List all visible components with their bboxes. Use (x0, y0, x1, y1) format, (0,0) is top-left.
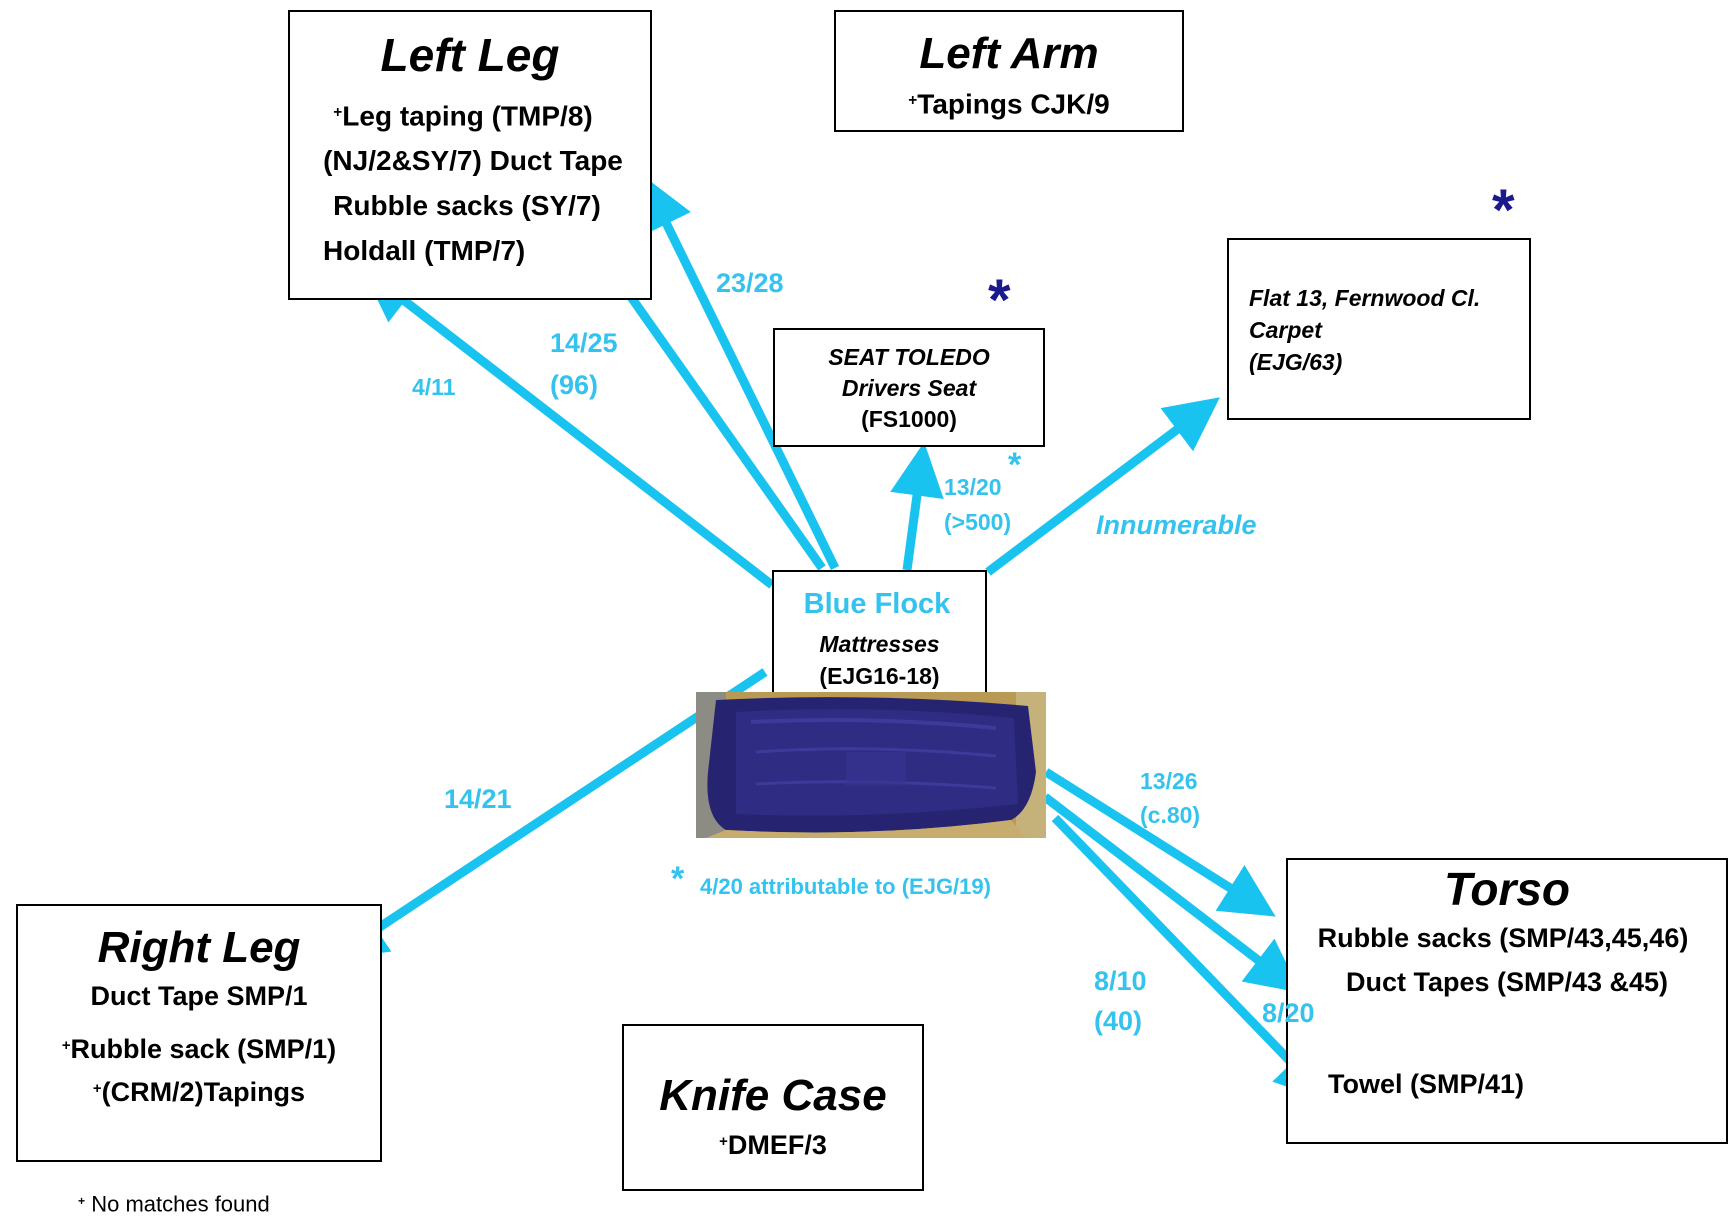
torso-item: Rubble sacks (SMP/43,45,46) (1317, 923, 1689, 953)
torso-box: Torso Rubble sacks (SMP/43,45,46) Duct T… (1286, 858, 1728, 1144)
leg-taping-text: Leg taping (TMP/8) (342, 100, 593, 132)
arrow-to-holdall (362, 268, 775, 589)
torso-title: Torso (1443, 863, 1571, 915)
footnote-star: * (671, 860, 685, 898)
flat-address: Flat 13, Fernwood Cl. (1249, 285, 1481, 311)
label-4-11: 4/11 (412, 374, 456, 400)
mattresses-label: Mattresses (819, 631, 940, 657)
no-match-mark: + (719, 1134, 728, 1150)
no-match-mark: + (92, 1081, 102, 1098)
seat-star: * (988, 268, 1011, 333)
mattresses-code: (EJG16-18) (819, 663, 940, 689)
rubble-sack-text: Rubble sack (SMP/1) (70, 1034, 337, 1065)
label-14-21: 14/21 (444, 784, 512, 814)
left-leg-item: Rubble sacks (SY/7) (333, 190, 601, 222)
label-gt-500: (>500) (944, 509, 1012, 535)
no-match-mark: + (908, 92, 918, 109)
arrow-to-seat (890, 441, 944, 571)
dmef-text: DMEF/3 (727, 1130, 827, 1161)
flat-box: Flat 13, Fernwood Cl. Carpet (EJG/63) (1227, 238, 1531, 420)
label-8-10: 8/10 (1094, 966, 1147, 996)
label-13-26: 13/26 (1140, 768, 1198, 794)
flat-star: * (1492, 178, 1515, 243)
right-leg-item: +Rubble sack (SMP/1) (18, 1026, 380, 1069)
knife-case-item: +DMEF/3 (624, 1124, 922, 1163)
label-8-20: 8/20 (1262, 998, 1315, 1028)
arrow-to-flat (985, 397, 1220, 576)
left-leg-item: +Leg taping (TMP/8) (276, 90, 650, 138)
arrow-to-duct-tape-leg (642, 175, 840, 570)
right-leg-box: Right Leg Duct Tape SMP/1 +Rubble sack (… (16, 904, 382, 1162)
knife-case-title: Knife Case (659, 1071, 887, 1120)
left-arm-box: Left Arm +Tapings CJK/9 (834, 10, 1184, 132)
torso-item: Towel (SMP/41) (1328, 1069, 1525, 1099)
tapings-text: Tapings CJK/9 (917, 88, 1110, 120)
blue-flock-box: Blue Flock Mattresses (EJG16-18) (772, 570, 987, 696)
legend: + No matches found (78, 1188, 270, 1218)
arrow-to-torso-rubble (1043, 768, 1276, 917)
seat-box: SEAT TOLEDO Drivers Seat (FS1000) (773, 328, 1045, 447)
knife-case-box: Knife Case +DMEF/3 (622, 1024, 924, 1191)
left-arm-title: Left Arm (919, 29, 1099, 78)
footnote-text: 4/20 attributable to (EJG/19) (700, 874, 991, 899)
seat-part: Drivers Seat (841, 375, 977, 401)
label-40: (40) (1094, 1006, 1143, 1036)
left-leg-item: Holdall (TMP/7) (323, 235, 526, 267)
label-13-20-star: * (1008, 446, 1022, 484)
torso-item: Duct Tapes (SMP/43 &45) (1345, 967, 1669, 997)
blue-flock-title: Blue Flock (803, 588, 951, 620)
arrow-to-torso-duct (1042, 793, 1301, 993)
left-arm-item: +Tapings CJK/9 (836, 82, 1182, 123)
label-14-25: 14/25 (550, 328, 618, 358)
label-innumerable: Innumerable (1096, 510, 1257, 540)
right-leg-item: Duct Tape SMP/1 (90, 981, 308, 1011)
left-leg-title: Left Leg (380, 29, 560, 81)
tapings-text: (CRM/2)Tapings (101, 1077, 306, 1108)
no-match-mark: + (61, 1038, 71, 1054)
legend-plus-mark: + (78, 1194, 86, 1208)
arrow-to-towel (1051, 814, 1330, 1102)
label-c80: (c.80) (1140, 802, 1201, 828)
right-leg-title: Right Leg (97, 923, 301, 972)
flat-item: Carpet (1249, 317, 1322, 343)
label-13-20: 13/20 (944, 474, 1002, 500)
label-96: (96) (550, 370, 599, 400)
no-match-mark: + (333, 104, 343, 121)
right-leg-item: +(CRM/2)Tapings (18, 1069, 380, 1112)
seat-name: SEAT TOLEDO (828, 344, 990, 370)
seat-code: (FS1000) (861, 406, 957, 432)
left-leg-item: (NJ/2&SY/7) Duct Tape (323, 145, 623, 177)
label-23-28: 23/28 (716, 268, 784, 298)
left-leg-box: Left Leg +Leg taping (TMP/8) (NJ/2&SY/7)… (288, 10, 652, 300)
blue-mattress-photo (696, 692, 1046, 838)
legend-text: No matches found (91, 1191, 270, 1217)
flat-code: (EJG/63) (1249, 349, 1343, 375)
arrow-to-right-leg (331, 668, 768, 959)
